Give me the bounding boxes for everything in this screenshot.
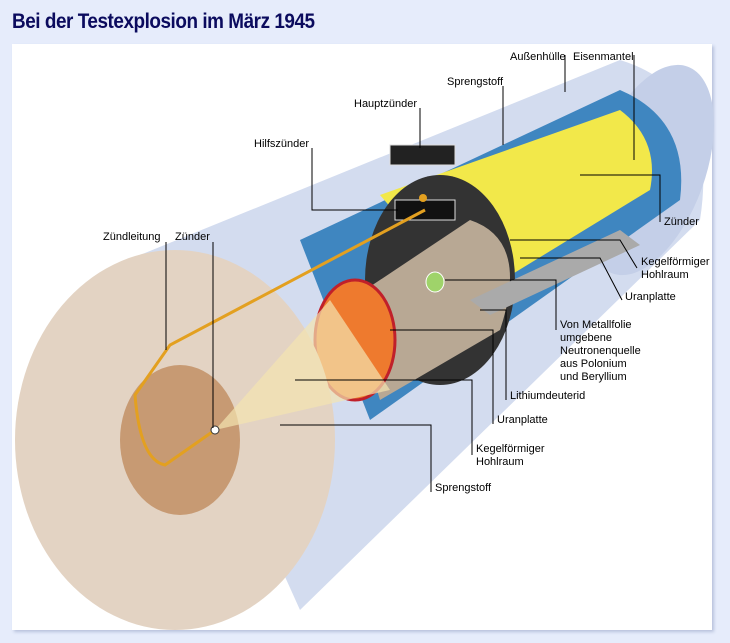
label-uranplatte-right: Uranplatte bbox=[625, 291, 676, 303]
ignition-line bbox=[133, 208, 426, 467]
label-zuender-left: Zünder bbox=[175, 231, 210, 243]
label-neutronen-1: Von Metallfolie bbox=[560, 319, 632, 331]
label-hohlraum-right-2: Hohlraum bbox=[641, 269, 689, 281]
label-hauptzuender: Hauptzünder bbox=[354, 98, 417, 110]
label-hohlraum-right-1: Kegelförmiger bbox=[641, 256, 710, 268]
label-neutronen-5: und Beryllium bbox=[560, 371, 627, 383]
label-hohlraum-bottom-1: Kegelförmiger bbox=[476, 443, 545, 455]
label-lithiumdeuterid: Lithiumdeuterid bbox=[510, 390, 586, 402]
label-uranplatte-bottom: Uranplatte bbox=[497, 414, 548, 426]
label-sprengstoff-bottom: Sprengstoff bbox=[435, 482, 492, 494]
label-zuender-right: Zünder bbox=[664, 216, 699, 228]
main-detonator bbox=[389, 144, 456, 166]
label-neutronen-4: aus Polonium bbox=[560, 358, 627, 370]
leader-lines bbox=[165, 55, 661, 492]
label-zuendleitung: Zündleitung bbox=[103, 231, 161, 243]
label-aussenhuelle: Außenhülle bbox=[510, 51, 566, 63]
uranium-plate-bar bbox=[470, 230, 640, 315]
page-title: Bei der Testexplosion im März 1945 bbox=[12, 10, 315, 33]
label-hilfszuender: Hilfszünder bbox=[254, 138, 310, 150]
cone-cavity bbox=[215, 300, 390, 430]
neutron-source bbox=[425, 271, 445, 293]
label-sprengstoff-top: Sprengstoff bbox=[447, 76, 504, 88]
label-hohlraum-bottom-2: Hohlraum bbox=[476, 456, 524, 468]
front-detonator-area bbox=[120, 365, 240, 515]
label-eisenmantel: Eisenmantel bbox=[573, 51, 634, 63]
front-detonator bbox=[210, 425, 220, 435]
label-neutronen-3: Neutronenquelle bbox=[560, 345, 641, 357]
label-neutronen-2: umgebene bbox=[560, 332, 612, 344]
